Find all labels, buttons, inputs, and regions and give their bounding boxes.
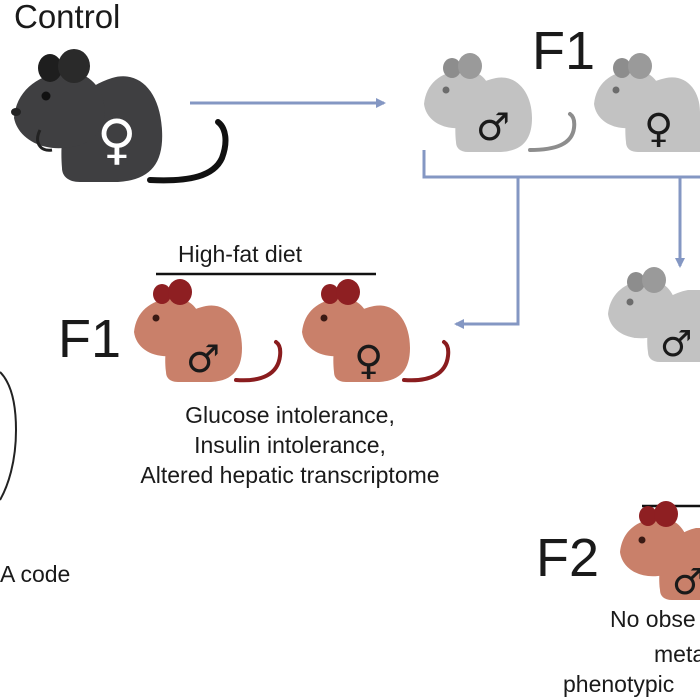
clipped-circle (0, 371, 18, 501)
hfd-male-mouse-icon: ♂ (134, 279, 283, 383)
control-mouse-icon: ♀ (11, 49, 229, 184)
female-symbol: ♀ (97, 108, 137, 171)
hfd-female-mouse-icon: ♀ (302, 279, 451, 384)
f1-female-mouse-icon: ♀ (594, 53, 700, 153)
f2-hfd-mouse-icon: ♂ (620, 501, 700, 603)
diet-label: High-fat diet (178, 241, 303, 267)
arrow-f1-to-hfd (454, 177, 520, 329)
outcome-item: Glucose intolerance, (185, 402, 395, 428)
generation-label-f1-hfd: F1 (58, 309, 122, 369)
male-symbol: ♂ (476, 105, 510, 149)
arrows (190, 98, 700, 329)
clipped-text-right-1: No obse (610, 606, 696, 632)
male-symbol-f2: ♂ (672, 562, 700, 603)
outcome-item: Insulin intolerance, (194, 432, 386, 458)
generation-label-f2: F2 (536, 528, 600, 588)
control-label: Control (14, 0, 121, 35)
male-symbol-hfd: ♂ (186, 337, 220, 381)
clipped-text-right-3: phenotypic (563, 671, 675, 697)
female-symbol-f1: ♀ (644, 106, 673, 152)
f1-outcome-list: Glucose intolerance, Insulin intolerance… (100, 400, 480, 490)
clipped-text-right-2: metab (654, 641, 700, 667)
branch-line (422, 150, 700, 179)
outcome-item: Altered hepatic transcriptome (140, 462, 440, 488)
clipped-text-left: A code (0, 561, 71, 587)
f1-offspring-mouse-icon: ♂ (608, 267, 700, 365)
male-symbol-right: ♂ (660, 324, 692, 365)
generation-label-f1-top: F1 (532, 21, 596, 81)
female-symbol-hfd: ♀ (354, 338, 383, 384)
f1-male-mouse-icon: ♂ (424, 53, 577, 152)
